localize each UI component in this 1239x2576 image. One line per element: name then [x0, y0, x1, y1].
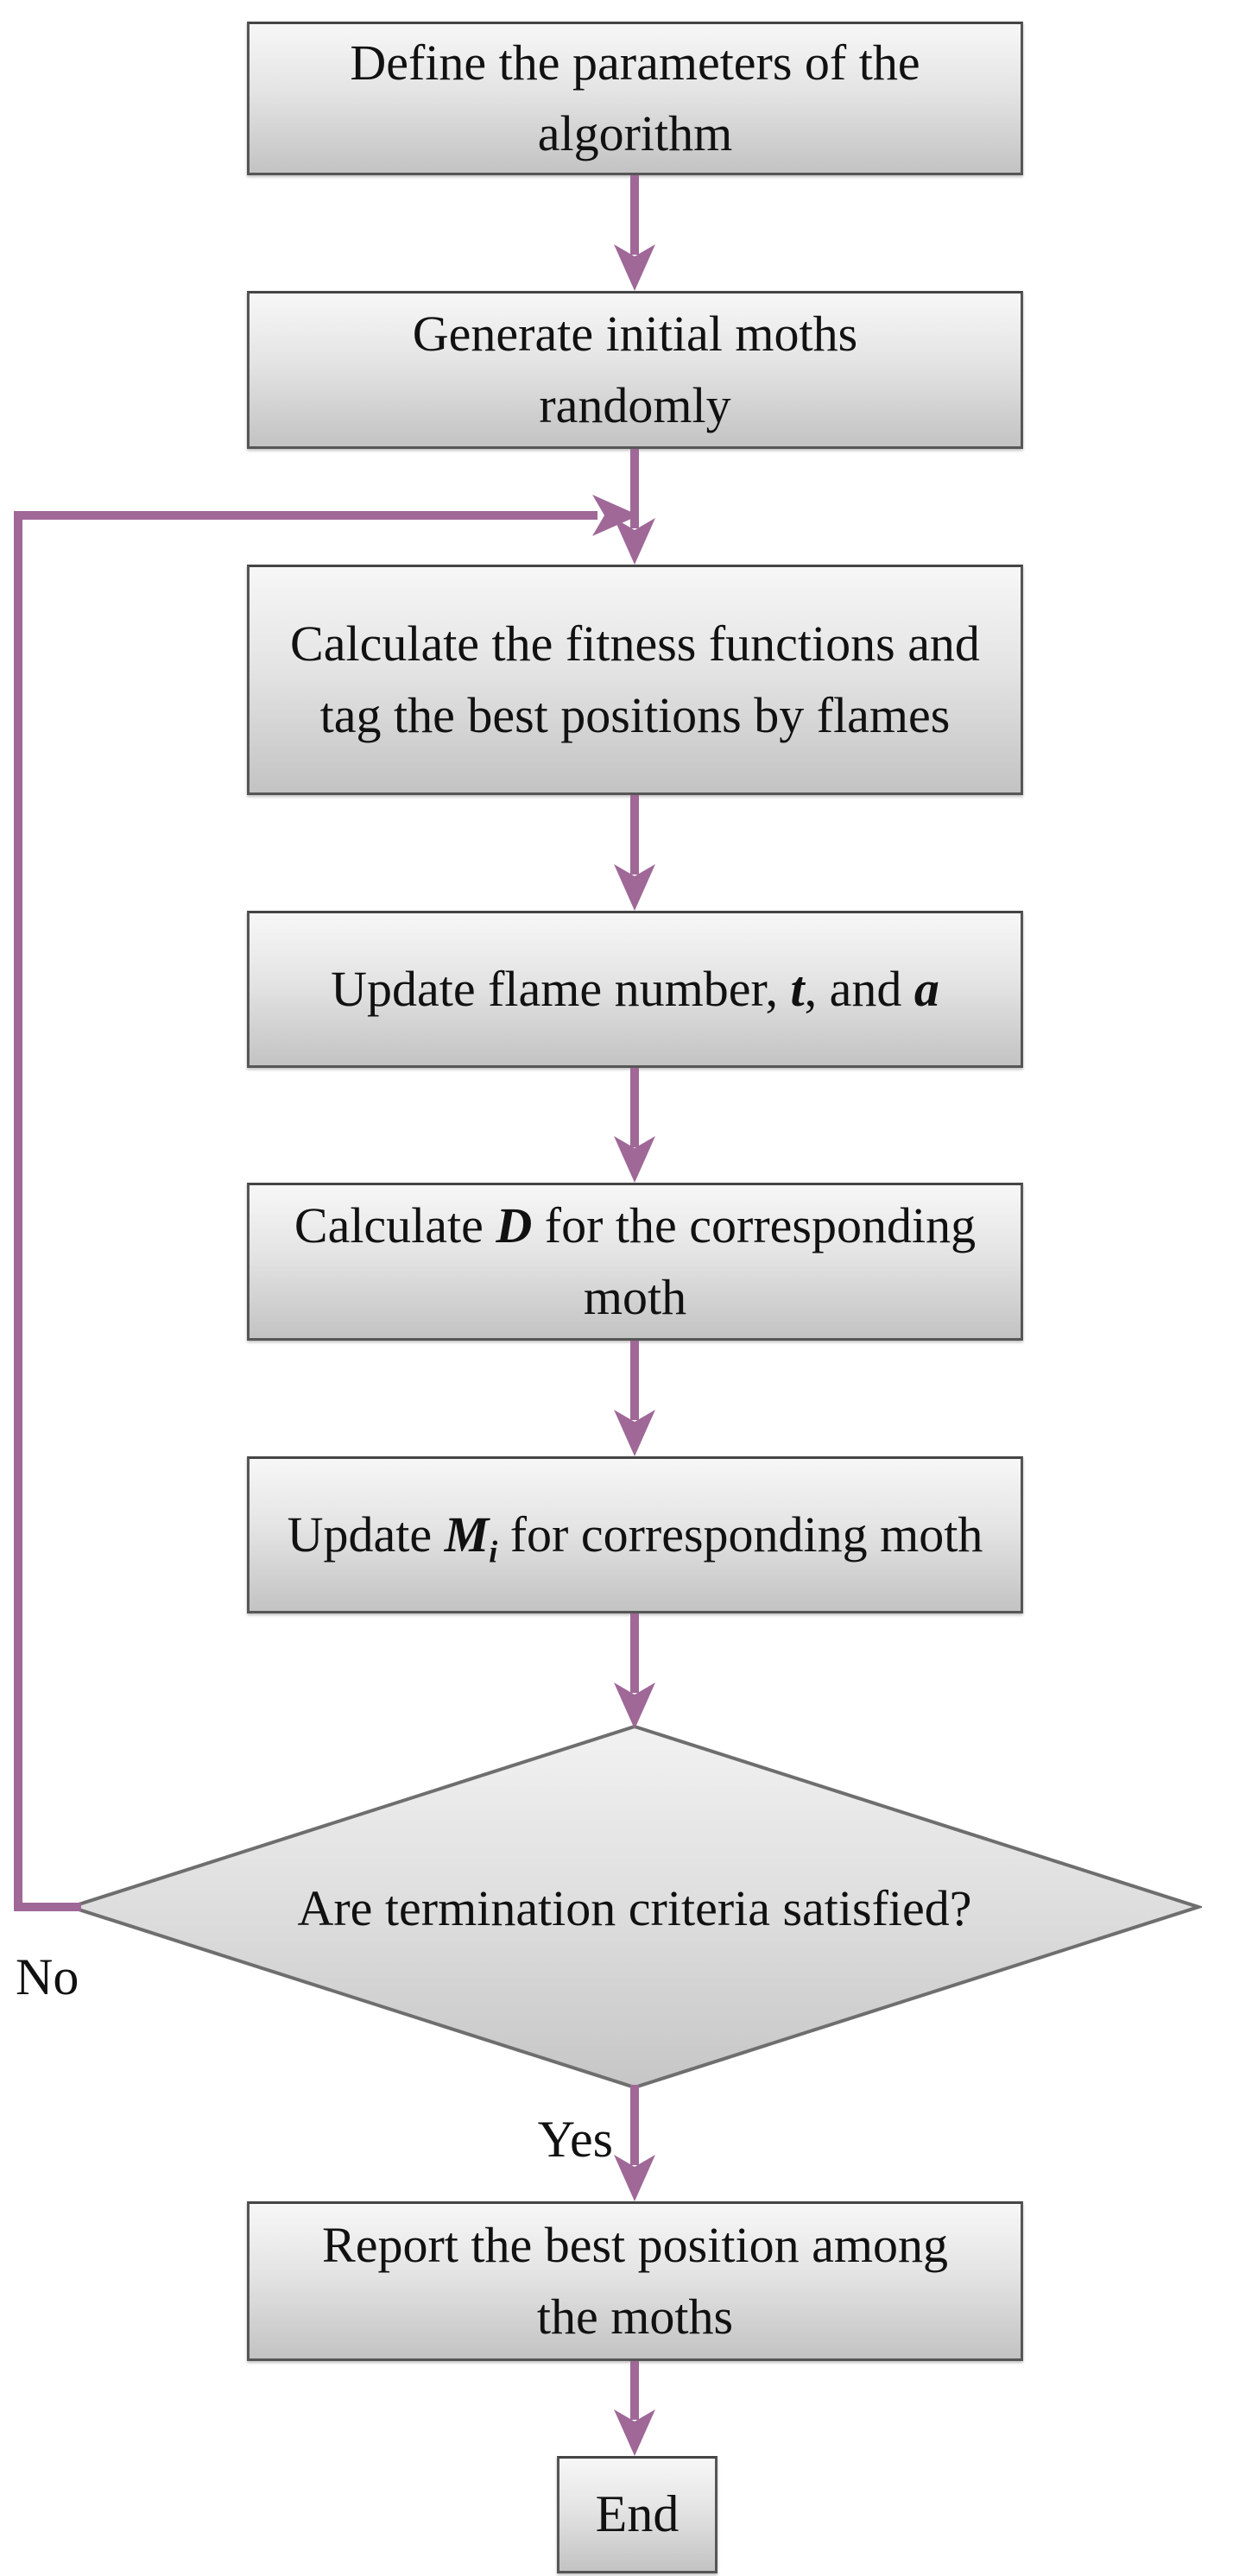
node-calculate-d-label: Calculate D for the corresponding moth: [290, 1190, 981, 1333]
node-report-best-position: Report the best position among the moths: [247, 2201, 1023, 2361]
connector-report-to-end-line: [630, 2361, 639, 2420]
connector-generate-to-fitness-line: [630, 449, 639, 528]
update-flame-text-pre: Update flame number,: [331, 960, 791, 1017]
node-calculate-fitness: Calculate the fitness functions and tag …: [247, 565, 1023, 795]
node-generate-moths-label: Generate initial moths randomly: [412, 306, 858, 433]
var-m: M: [444, 1506, 490, 1563]
var-t: t: [790, 960, 805, 1017]
connector-decision-to-report-line: [630, 2085, 639, 2165]
node-calculate-d: Calculate D for the corresponding moth: [247, 1183, 1023, 1341]
connector-updatemi-to-decision-line: [630, 1613, 639, 1693]
var-a: a: [913, 960, 939, 1017]
node-report-best-position-label: Report the best position among the moths: [322, 2217, 948, 2345]
node-update-flame-number: Update flame number, t, and a: [247, 911, 1023, 1068]
update-mi-text-post: for corresponding moth: [497, 1506, 983, 1563]
feedback-no-horizontal-line: [14, 511, 597, 520]
edge-label-yes: Yes: [537, 2111, 613, 2168]
update-flame-text-mid: , and: [804, 960, 914, 1017]
var-m-sub-i: Mi: [444, 1506, 498, 1568]
var-m-subscript: i: [489, 1534, 498, 1569]
node-end-label: End: [595, 2485, 680, 2543]
edge-label-no: No: [16, 1948, 79, 2005]
node-end: End: [557, 2456, 717, 2573]
decision-diamond-label: Are termination criteria satisfied?: [297, 1879, 972, 1936]
connector-fitness-to-updateflame-line: [630, 795, 639, 874]
feedback-no-stub-line: [14, 1903, 81, 1911]
connector-updateflame-to-calcd-line: [630, 1068, 639, 1147]
node-define-parameters: Define the parameters of the algorithm: [247, 22, 1023, 175]
connector-calcd-to-updatemi-line: [630, 1341, 639, 1420]
calc-d-text-pre: Calculate: [294, 1197, 496, 1254]
node-calculate-fitness-label: Calculate the fitness functions and tag …: [290, 616, 980, 743]
node-define-parameters-label: Define the parameters of the algorithm: [350, 34, 920, 161]
node-update-mi: Update Mi for corresponding moth: [247, 1456, 1023, 1613]
feedback-no-vertical-line: [14, 511, 22, 1911]
update-mi-text-pre: Update: [287, 1506, 445, 1563]
node-update-flame-number-label: Update flame number, t, and a: [331, 954, 939, 1025]
calc-d-text-post: for the corresponding moth: [532, 1197, 977, 1325]
node-generate-moths: Generate initial moths randomly: [247, 291, 1023, 449]
var-d: D: [496, 1197, 533, 1254]
connector-define-to-generate-line: [630, 175, 639, 255]
node-update-mi-label: Update Mi for corresponding moth: [288, 1500, 983, 1570]
